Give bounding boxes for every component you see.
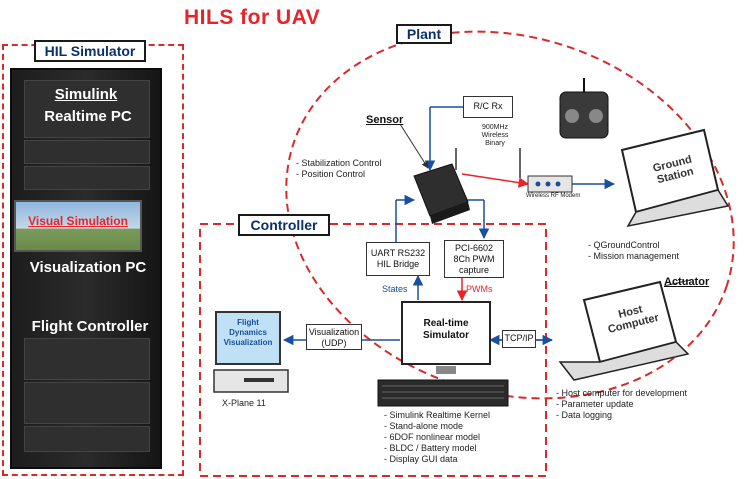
- host-computer-list: - Host computer for development - Parame…: [556, 388, 687, 421]
- server-rack-photo: [10, 68, 162, 469]
- pci-line: capture: [458, 265, 490, 275]
- tcpip-label: TCP/IP: [504, 333, 534, 343]
- ground-item: - Mission management: [588, 251, 680, 261]
- xplane-desktop-icon: [213, 311, 289, 393]
- rc-transmitter-icon: [559, 78, 609, 139]
- flight-vis-line: Visualization: [223, 338, 273, 347]
- visualization-pc-label: Visualization PC: [29, 259, 147, 276]
- sim-item: - BLDC / Battery model: [384, 443, 477, 453]
- flight-controller-label: Flight Controller: [31, 318, 149, 335]
- vis-udp-line: Visualization: [308, 327, 360, 337]
- rf-modem-label: Wireless RF Modem: [526, 193, 581, 199]
- rf-modem-icon: [527, 175, 573, 193]
- uart-line: UART RS232: [370, 248, 426, 258]
- keyboard-icon: [377, 379, 509, 407]
- wireless-mode: Binary: [485, 140, 505, 147]
- diagram-title: HILS for UAV: [184, 6, 321, 29]
- flight-vis-line: Flight: [237, 318, 259, 327]
- control-item: - Position Control: [296, 169, 366, 179]
- host-computer-laptop-icon: [558, 280, 690, 381]
- rack-unit: [24, 426, 150, 452]
- sim-item: - Stand-alone mode: [384, 421, 464, 431]
- realtime-pc-label: Realtime PC: [44, 108, 132, 125]
- ground-item: - QGroundControl: [588, 240, 660, 250]
- plant-label: Plant: [396, 24, 452, 44]
- sim-item: - Simulink Realtime Kernel: [384, 410, 491, 420]
- controller-boundary: [199, 223, 547, 477]
- rack-unit: [24, 140, 150, 164]
- pwms-label: PWMs: [466, 284, 493, 294]
- rack-unit: [24, 166, 150, 190]
- realtime-sim-line: Simulator: [422, 330, 470, 341]
- rack-unit: [24, 338, 150, 380]
- simulator-feature-list: - Simulink Realtime Kernel - Stand-alone…: [384, 410, 490, 465]
- uart-hil-bridge-box: UART RS232 HIL Bridge: [366, 242, 430, 276]
- visual-simulation-monitor: Visual Simulation: [14, 200, 142, 252]
- control-item: - Stabilization Control: [296, 158, 382, 168]
- actuator-label: Actuator: [664, 276, 710, 288]
- wireless-type: Wireless: [481, 132, 509, 139]
- wireless-freq: 900MHz: [481, 124, 509, 131]
- realtime-simulator-monitor-icon: [401, 301, 491, 374]
- rack-unit: [24, 382, 150, 424]
- flight-vis-line: Dynamics: [229, 328, 267, 337]
- simulink-label: Simulink: [54, 86, 118, 103]
- actuator-pointer: [663, 279, 691, 287]
- rc-rx-label: R/C Rx: [473, 101, 503, 111]
- xplane-label: X-Plane 11: [222, 398, 266, 408]
- states-label: States: [382, 284, 408, 294]
- host-item: - Parameter update: [556, 399, 634, 409]
- visual-simulation-label: Visual Simulation: [28, 214, 128, 228]
- rack-unit: [24, 80, 150, 138]
- flight-dynamics-label: Flight Dynamics Visualization: [218, 318, 278, 348]
- wireless-label: 900MHz Wireless Binary: [472, 124, 518, 148]
- control-list: - Stabilization Control - Position Contr…: [296, 158, 382, 180]
- sensor-label: Sensor: [366, 114, 404, 126]
- vis-udp-line: (UDP): [321, 338, 347, 348]
- hil-simulator-label: HIL Simulator: [34, 40, 146, 62]
- ground-station-laptop-icon: [620, 128, 730, 228]
- host-item: - Data logging: [556, 410, 613, 420]
- sim-item: - 6DOF nonlinear model: [384, 432, 481, 442]
- ground-station-list: - QGroundControl - Mission management: [588, 240, 679, 262]
- visualization-udp-box: Visualization (UDP): [306, 324, 362, 350]
- sensor-to-modem-line: [461, 173, 530, 188]
- host-item: - Host computer for development: [556, 388, 688, 398]
- realtime-simulator-label: Real-time Simulator: [404, 318, 488, 342]
- pci-pwm-box: PCI-6602 8Ch PWM capture: [444, 240, 504, 278]
- controller-label: Controller: [238, 214, 330, 236]
- uart-line: HIL Bridge: [376, 259, 420, 269]
- sensor-device-icon: [413, 163, 470, 224]
- sim-item: - Display GUI data: [384, 454, 458, 464]
- realtime-sim-line: Real-time: [423, 318, 469, 329]
- rc-rx-box: R/C Rx: [463, 96, 513, 118]
- tcpip-box: TCP/IP: [502, 330, 536, 348]
- pci-line: PCI-6602: [454, 243, 494, 253]
- pci-line: 8Ch PWM: [453, 254, 495, 264]
- sensor-pointer: [399, 123, 429, 169]
